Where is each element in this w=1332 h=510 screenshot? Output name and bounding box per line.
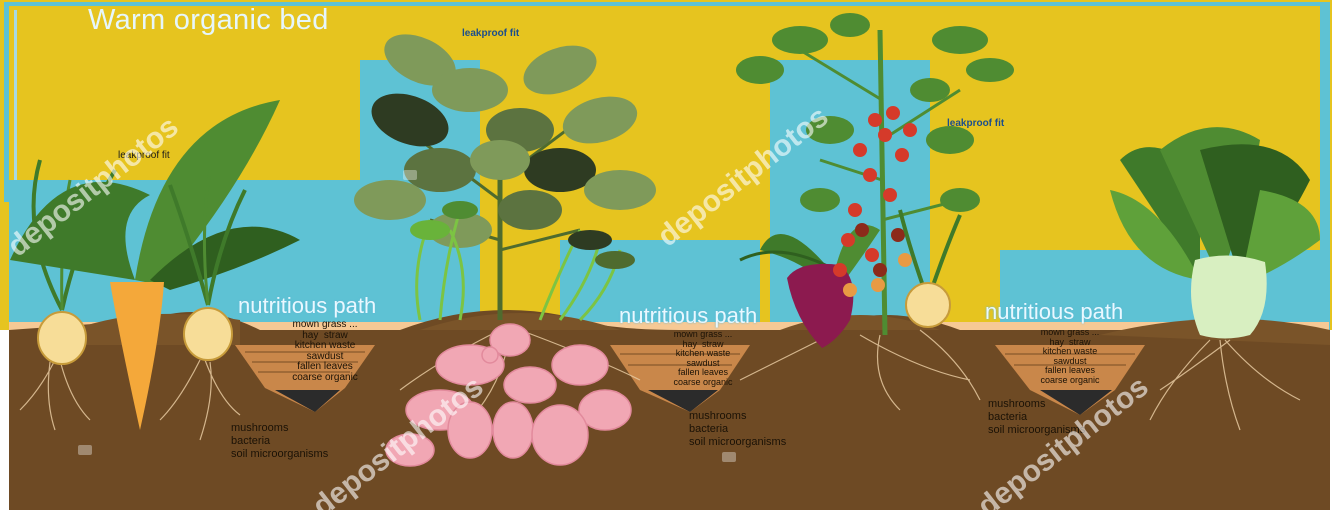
compost-layers-left: mown grass ... hay straw kitchen waste s… [250,320,400,383]
path-label-left: nutritious path [238,293,376,319]
mushrooms-label: mushrooms [689,410,786,423]
mushrooms-label: mushrooms [231,422,328,435]
compost-layers-right: mown grass ... hay straw kitchen waste s… [995,328,1145,385]
microorganisms-left: mushrooms bacteria soil microorganisms [231,422,328,461]
mushrooms-label: mushrooms [988,398,1085,411]
compost-layers-middle: mown grass ... hay straw kitchen waste s… [628,330,778,387]
layer-coarse-organic: coarse organic [628,378,778,388]
soil-microorganisms-label: soil microorganisms [231,448,328,461]
bacteria-label: bacteria [689,423,786,436]
microorganisms-middle: mushrooms bacteria soil microorganisms [689,410,786,449]
bacteria-label: bacteria [231,435,328,448]
left-frame-inner [14,10,17,180]
layer-coarse-organic: coarse organic [250,373,400,384]
fit-label-center: leakproof fit [462,28,519,39]
fit-label-right: leakproof fit [947,118,1004,129]
layer-kitchen-waste: kitchen waste [250,341,400,352]
soil-microorganisms-label: soil microorganisms [689,436,786,449]
path-label-right: nutritious path [985,299,1123,325]
path-label-center: nutritious path [619,303,757,329]
layer-fallen-leaves: fallen leaves [250,362,400,373]
diagram-title: Warm organic bed [88,4,329,37]
left-frame [4,2,9,202]
